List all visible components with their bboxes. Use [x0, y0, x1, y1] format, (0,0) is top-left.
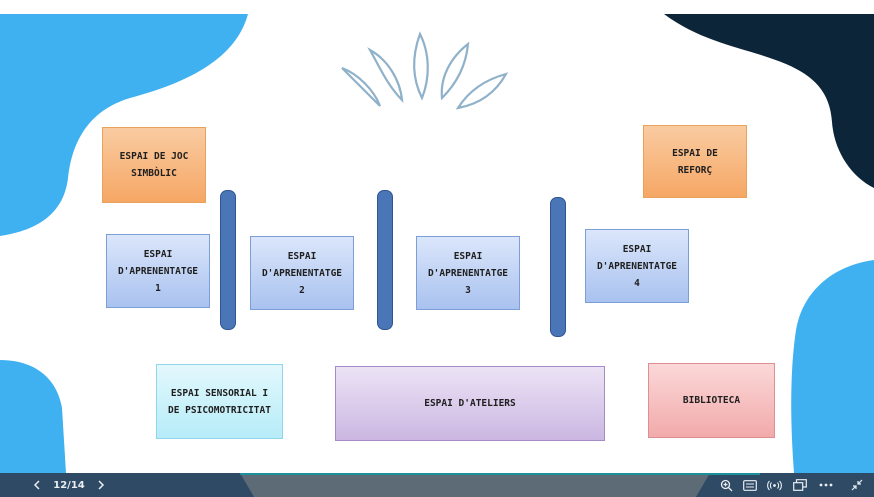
box-espai-reforc: ESPAI DE REFORÇ	[643, 125, 747, 198]
top-right-navy-blob	[664, 14, 874, 188]
zoom-in-icon[interactable]	[716, 473, 736, 497]
toolbar-tab-shade	[240, 473, 710, 497]
divider-pillar-2	[377, 190, 393, 330]
petals-doodle-icon	[341, 31, 509, 110]
broadcast-icon[interactable]	[764, 473, 784, 497]
right-blue-blob	[791, 260, 874, 473]
box-espai-ateliers: ESPAI D'ATELIERS	[335, 366, 605, 441]
chevron-left-icon[interactable]	[28, 473, 46, 497]
box-espai-aprenentatge-4: ESPAI D'APRENENTATGE 4	[585, 229, 689, 303]
divider-pillar-1	[220, 190, 236, 330]
divider-pillar-3	[550, 197, 566, 337]
box-biblioteca: BIBLIOTECA	[648, 363, 775, 438]
chevron-right-icon[interactable]	[92, 473, 110, 497]
box-espai-aprenentatge-1: ESPAI D'APRENENTATGE 1	[106, 234, 210, 308]
box-espai-aprenentatge-2: ESPAI D'APRENENTATGE 2	[250, 236, 354, 310]
slide-canvas: ESPAI DE JOC SIMBÒLIC ESPAI DE REFORÇ ES…	[0, 14, 874, 473]
keyboard-icon[interactable]	[740, 473, 760, 497]
page-indicator: 12/14	[53, 479, 85, 491]
box-espai-joc-simbolic: ESPAI DE JOC SIMBÒLIC	[102, 127, 206, 203]
collapse-icon[interactable]	[846, 473, 868, 497]
toolbar-accent-line	[240, 473, 760, 475]
top-left-blob	[0, 14, 248, 236]
box-espai-aprenentatge-3: ESPAI D'APRENENTATGE 3	[416, 236, 520, 310]
window-icon[interactable]	[790, 473, 810, 497]
presentation-toolbar: 12/14	[0, 473, 874, 497]
bottom-left-blob	[0, 360, 66, 473]
box-espai-sensorial: ESPAI SENSORIAL I DE PSICOMOTRICITAT	[156, 364, 283, 439]
more-icon[interactable]	[816, 473, 836, 497]
